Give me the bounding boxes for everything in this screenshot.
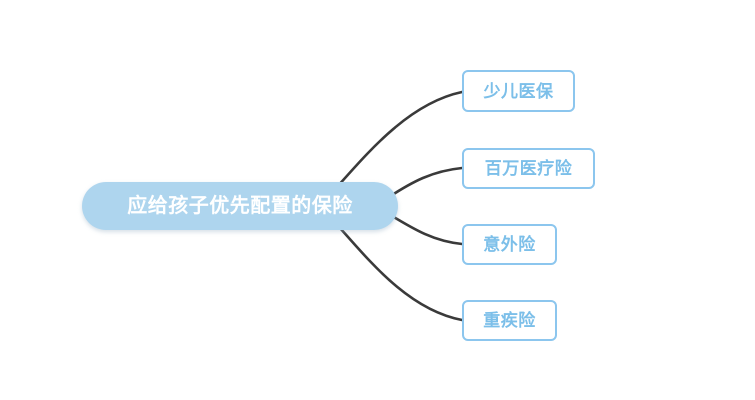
connector-to-node-3	[385, 211, 464, 246]
child-node-4[interactable]: 重疾险	[462, 300, 557, 341]
child-node-3-label: 意外险	[483, 235, 536, 254]
root-node[interactable]: 应给孩子优先配置的保险	[82, 182, 398, 230]
child-node-3[interactable]: 意外险	[462, 224, 557, 265]
root-node-label: 应给孩子优先配置的保险	[127, 195, 353, 217]
child-node-2-label: 百万医疗险	[484, 159, 573, 178]
connector-to-node-4	[338, 226, 464, 322]
connector-to-node-1	[335, 90, 464, 189]
connector-to-node-2	[387, 166, 464, 199]
child-node-1[interactable]: 少儿医保	[462, 70, 575, 112]
child-node-4-label: 重疾险	[483, 311, 536, 330]
child-node-1-label: 少儿医保	[483, 81, 554, 101]
child-node-2[interactable]: 百万医疗险	[462, 148, 595, 189]
